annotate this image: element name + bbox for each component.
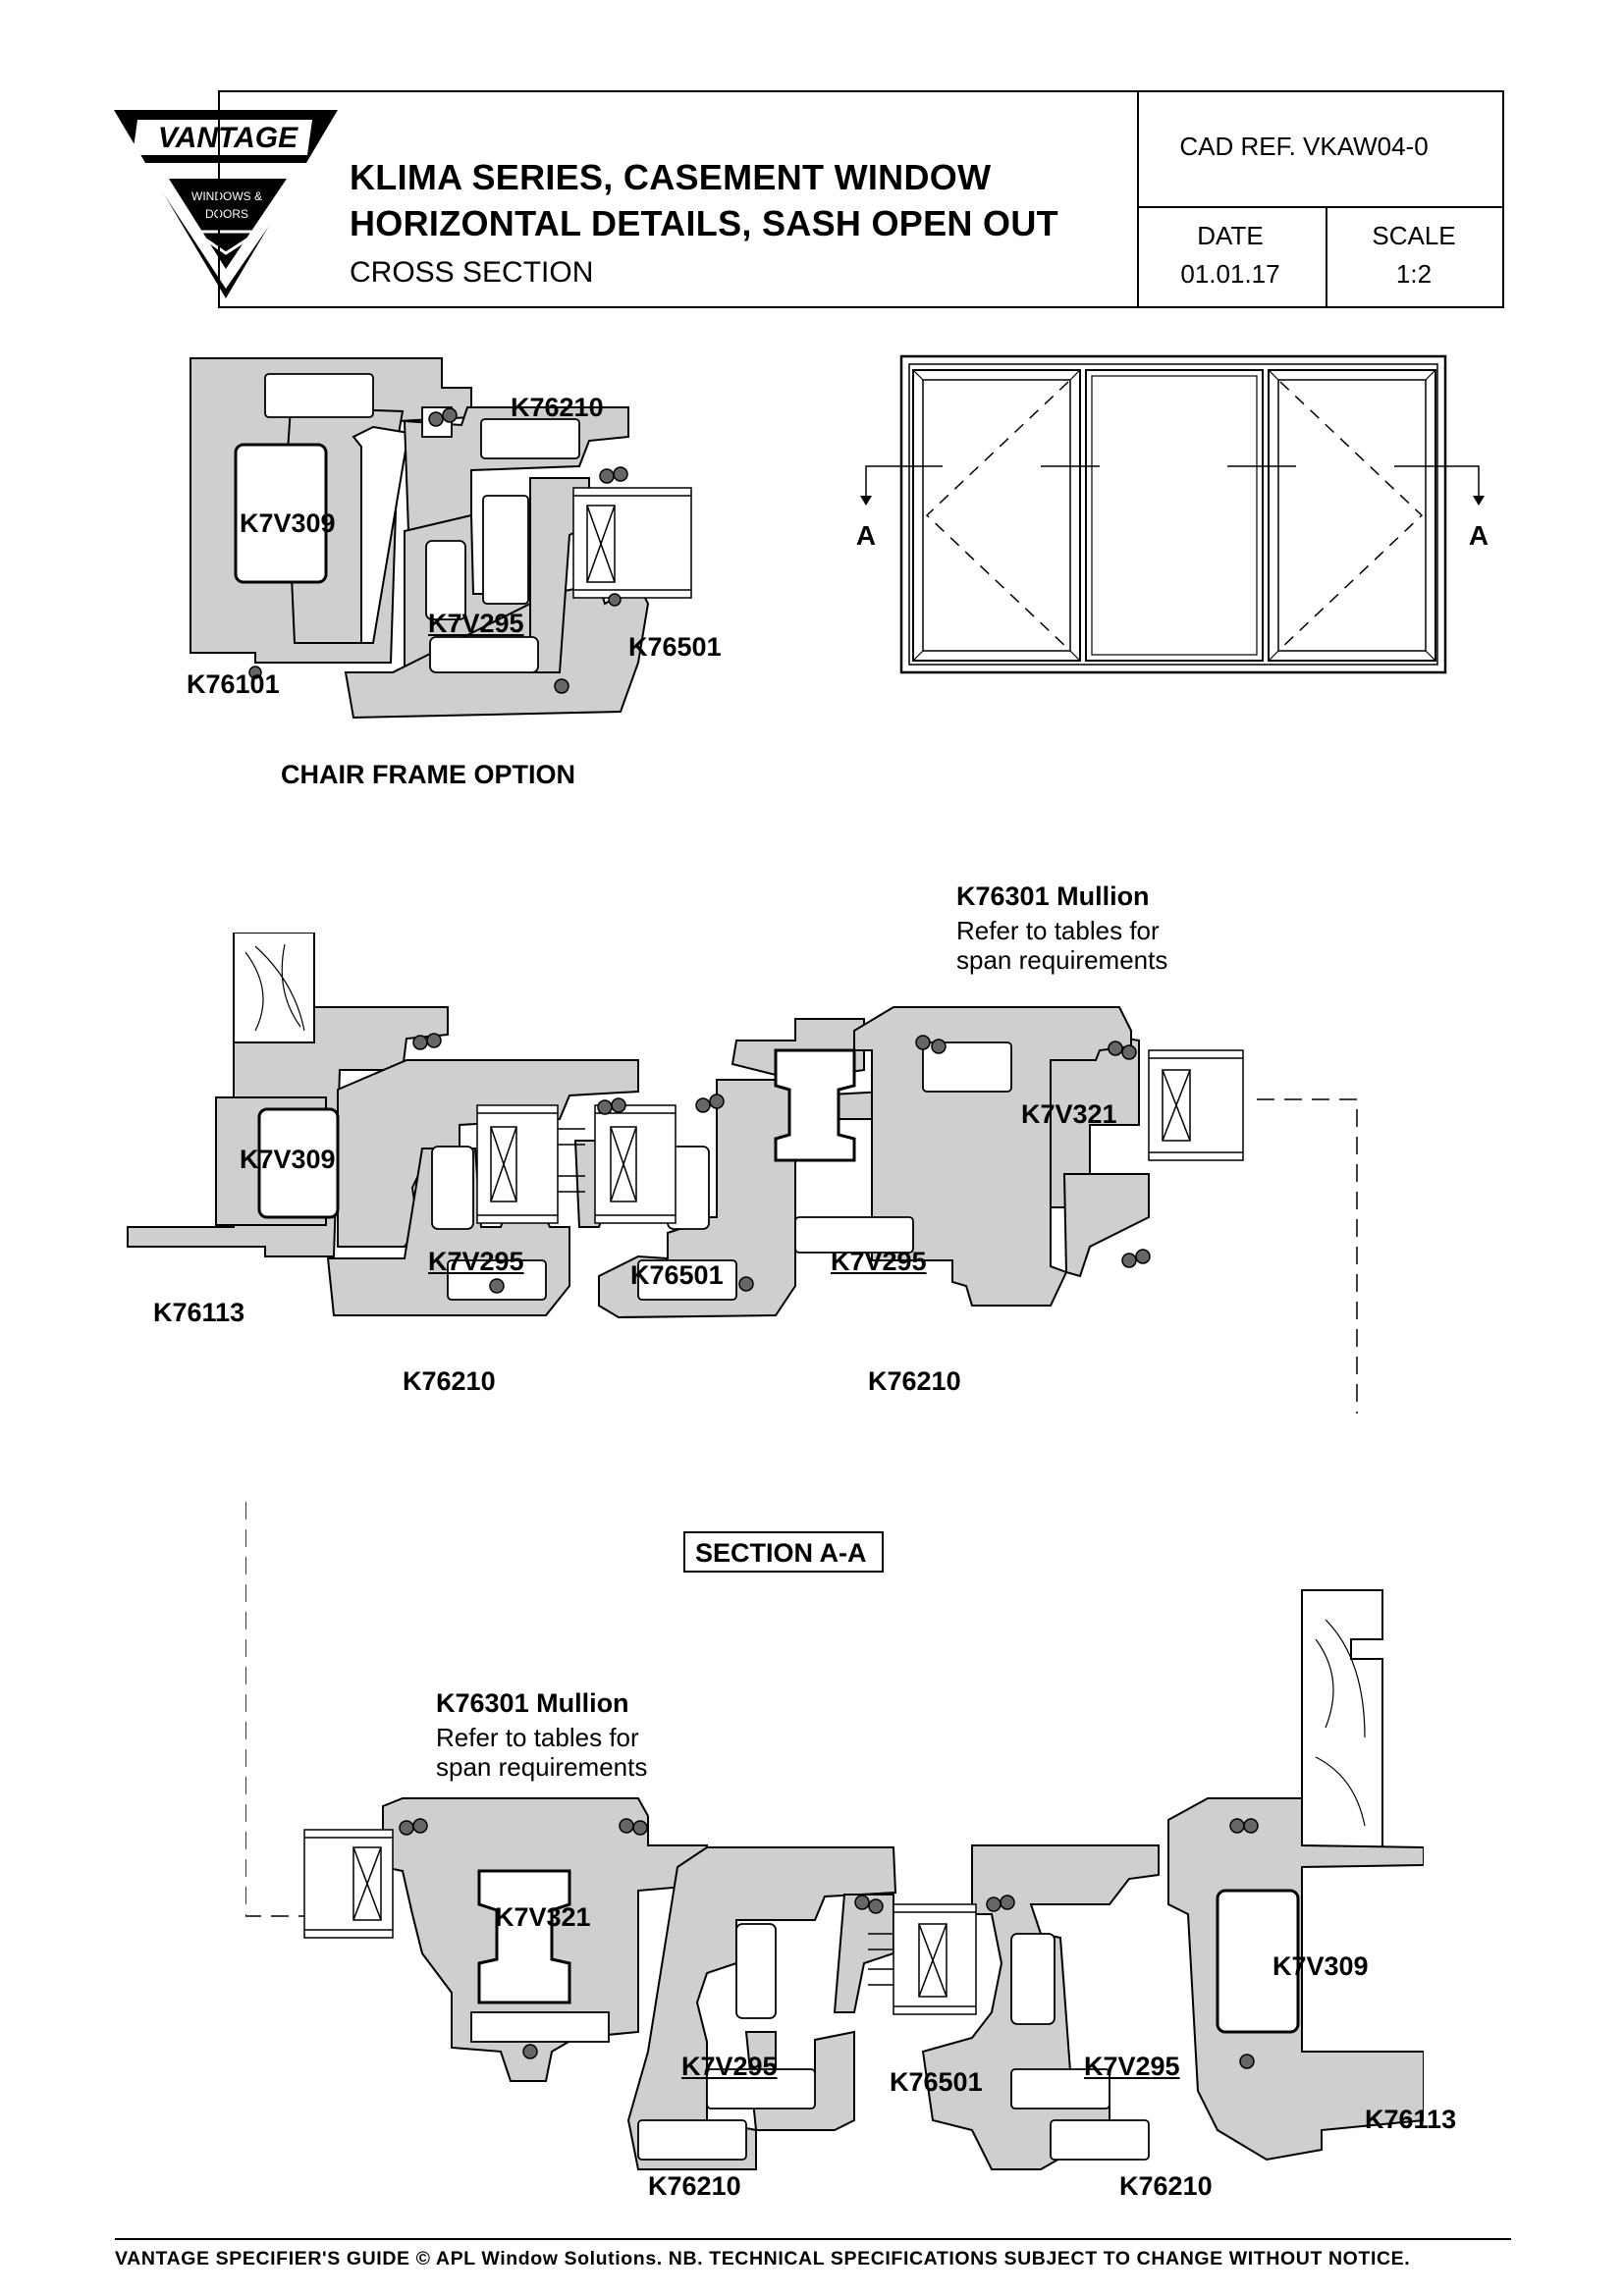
- chair-label-k76210: K76210: [511, 393, 604, 422]
- upper-label-k76210-right: K76210: [868, 1366, 961, 1396]
- scale-label: SCALE: [1372, 221, 1456, 250]
- lower-label-k76113: K76113: [1365, 2105, 1457, 2134]
- chair-label-k76101: K76101: [187, 669, 280, 699]
- section-aa-caption: SECTION A-A: [695, 1538, 867, 1568]
- upper-label-k7v309: K7V309: [240, 1145, 336, 1174]
- lower-label-k7v321: K7V321: [495, 1902, 591, 1932]
- logo-line1-text: WINDOWS &: [191, 189, 262, 203]
- section-marker-right: A: [1469, 520, 1489, 551]
- lower-label-k76501: K76501: [890, 2067, 983, 2097]
- lower-label-k76210-right: K76210: [1119, 2171, 1213, 2201]
- lower-label-k7v309: K7V309: [1272, 1951, 1369, 1981]
- lower-mullion-note-line3: span requirements: [436, 1752, 648, 1782]
- chair-label-k7v295: K7V295: [428, 609, 524, 638]
- upper-label-k7v295-right: K7V295: [831, 1247, 927, 1276]
- upper-label-k7v321: K7V321: [1021, 1099, 1117, 1129]
- date-label: DATE: [1197, 221, 1264, 250]
- footer-text: VANTAGE SPECIFIER'S GUIDE © APL Window S…: [115, 2248, 1411, 2269]
- cad-ref: CAD REF. VKAW04-0: [1179, 132, 1429, 161]
- footer-rule: [115, 2238, 1511, 2240]
- upper-mullion-note-line2: Refer to tables for: [956, 916, 1160, 945]
- title-block: [218, 90, 1504, 308]
- scale-value: 1:2: [1395, 259, 1433, 289]
- section-marker-left: A: [856, 520, 876, 551]
- lower-mullion-title: K76301 Mullion: [436, 1688, 629, 1718]
- upper-label-k7v295-left: K7V295: [428, 1247, 524, 1276]
- chair-frame-detail: [189, 357, 692, 720]
- vantage-logo: VANTAGE WINDOWS & DOORS: [114, 110, 338, 298]
- title-line2: HORIZONTAL DETAILS, SASH OPEN OUT: [350, 203, 1058, 243]
- window-elevation: A A: [856, 354, 1489, 674]
- lower-mullion-note-line2: Refer to tables for: [436, 1723, 639, 1752]
- upper-label-k76501: K76501: [630, 1260, 724, 1290]
- title-line1: KLIMA SERIES, CASEMENT WINDOW: [350, 157, 992, 197]
- lower-label-k7v295-right: K7V295: [1084, 2052, 1180, 2081]
- lower-label-k76210-left: K76210: [648, 2171, 741, 2201]
- upper-mullion-note-line3: span requirements: [956, 945, 1168, 975]
- logo-brand-text: VANTAGE: [158, 122, 298, 154]
- chair-label-k76501: K76501: [628, 632, 722, 662]
- upper-section-drawing: [127, 933, 1358, 1414]
- chair-label-k7v309: K7V309: [240, 508, 336, 538]
- upper-label-k76210-left: K76210: [403, 1366, 496, 1396]
- title-line3: CROSS SECTION: [350, 256, 594, 289]
- chair-frame-caption: CHAIR FRAME OPTION: [281, 760, 575, 789]
- upper-label-k76113: K76113: [153, 1298, 245, 1327]
- lower-section-drawing: [245, 1502, 1424, 2170]
- date-value: 01.01.17: [1180, 259, 1280, 289]
- lower-label-k7v295-left: K7V295: [681, 2052, 778, 2081]
- section-aa-caption-box: [683, 1531, 884, 1573]
- upper-mullion-title: K76301 Mullion: [956, 881, 1150, 911]
- logo-line2-text: DOORS: [205, 207, 248, 221]
